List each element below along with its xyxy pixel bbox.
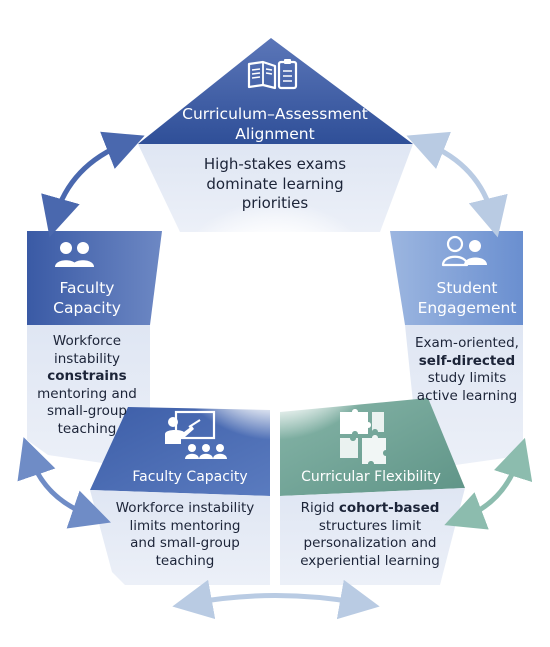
right-title-line2: Engagement: [417, 299, 517, 318]
left-title-line2: Capacity: [53, 299, 121, 318]
left-body-line: mentoring and: [37, 385, 137, 402]
open-book-clipboard-icon: [247, 59, 298, 90]
arrow-right-bottom: [444, 437, 533, 530]
top-panel-header: [138, 38, 413, 144]
panel-faculty-capacity-bottom: [90, 407, 270, 585]
bottom-right-body-prefix: Rigid: [300, 500, 339, 516]
people-icon: [441, 235, 487, 267]
puzzle-icon: [340, 409, 386, 464]
bottom-left-title: Faculty Capacity: [132, 469, 248, 485]
bottom-left-body-line: teaching: [155, 552, 215, 569]
right-body-line: active learning: [416, 387, 518, 404]
bottom-right-panel-title: Curricular Flexibility: [282, 468, 460, 486]
top-body-line: dominate learning: [206, 174, 344, 193]
panel-curriculum-assessment: [138, 38, 413, 232]
right-body-line: Exam-oriented,: [415, 335, 519, 351]
bottom-right-body-line: experiential learning: [300, 552, 440, 569]
left-body-line: teaching: [57, 420, 117, 437]
bottom-left-panel-title: Faculty Capacity: [110, 468, 270, 486]
top-panel-body: [138, 144, 413, 232]
bottom-right-title: Curricular Flexibility: [301, 469, 441, 485]
left-body-line: Workforce: [52, 333, 122, 349]
top-panel-body-text: High-stakes exams dominate learning prio…: [160, 155, 390, 214]
teacher-board-icon: [165, 410, 227, 459]
left-panel-body-text: Workforce instability constrains mentori…: [27, 333, 147, 438]
bottom-right-body-bold: cohort-based: [338, 500, 440, 516]
bottom-right-body-line: structures limit: [318, 517, 422, 534]
top-panel-title-line2: Alignment: [235, 125, 315, 144]
bottom-left-panel-body: [90, 490, 270, 585]
left-panel-header: [27, 231, 162, 325]
arrow-top-left: [41, 131, 145, 238]
bottom-left-body-line: and small-group: [130, 535, 240, 552]
arrow-bottom: [172, 579, 380, 620]
left-panel-title: Faculty Capacity: [27, 278, 147, 318]
left-body-line: small-group: [46, 403, 128, 420]
right-title-line1: Student: [436, 279, 498, 297]
left-body-bold: constrains: [47, 368, 127, 385]
left-body-line: instability: [53, 350, 120, 367]
top-panel-title-line1: Curriculum–Assessment: [182, 105, 368, 123]
arrow-left-bottom: [17, 437, 111, 529]
bottom-left-panel-body-text: Workforce instability limits mentoring a…: [100, 500, 270, 570]
center-glow: [155, 200, 395, 440]
people-icon: [55, 242, 94, 267]
right-panel-title: Student Engagement: [408, 278, 526, 318]
bottom-right-panel-body-text: Rigid cohort-based structures limit pers…: [282, 500, 458, 570]
right-body-bold: self-directed: [418, 352, 516, 369]
bottom-right-body-line: personalization and: [303, 535, 437, 552]
right-panel-header: [390, 231, 523, 325]
bottom-left-body-line: Workforce instability: [115, 500, 255, 516]
top-body-line: High-stakes exams: [203, 155, 347, 173]
left-title-line1: Faculty: [59, 279, 115, 297]
top-body-line: priorities: [241, 194, 309, 212]
bottom-left-panel-header: [90, 407, 270, 496]
arrow-top-right: [406, 131, 508, 238]
right-body-line: study limits: [427, 370, 507, 387]
bottom-right-panel-body: [280, 488, 465, 585]
top-panel-title: Curriculum–Assessment Alignment: [150, 104, 400, 144]
right-panel-body-text: Exam-oriented, self-directed study limit…: [408, 335, 526, 405]
bottom-left-body-line: limits mentoring: [129, 517, 241, 534]
